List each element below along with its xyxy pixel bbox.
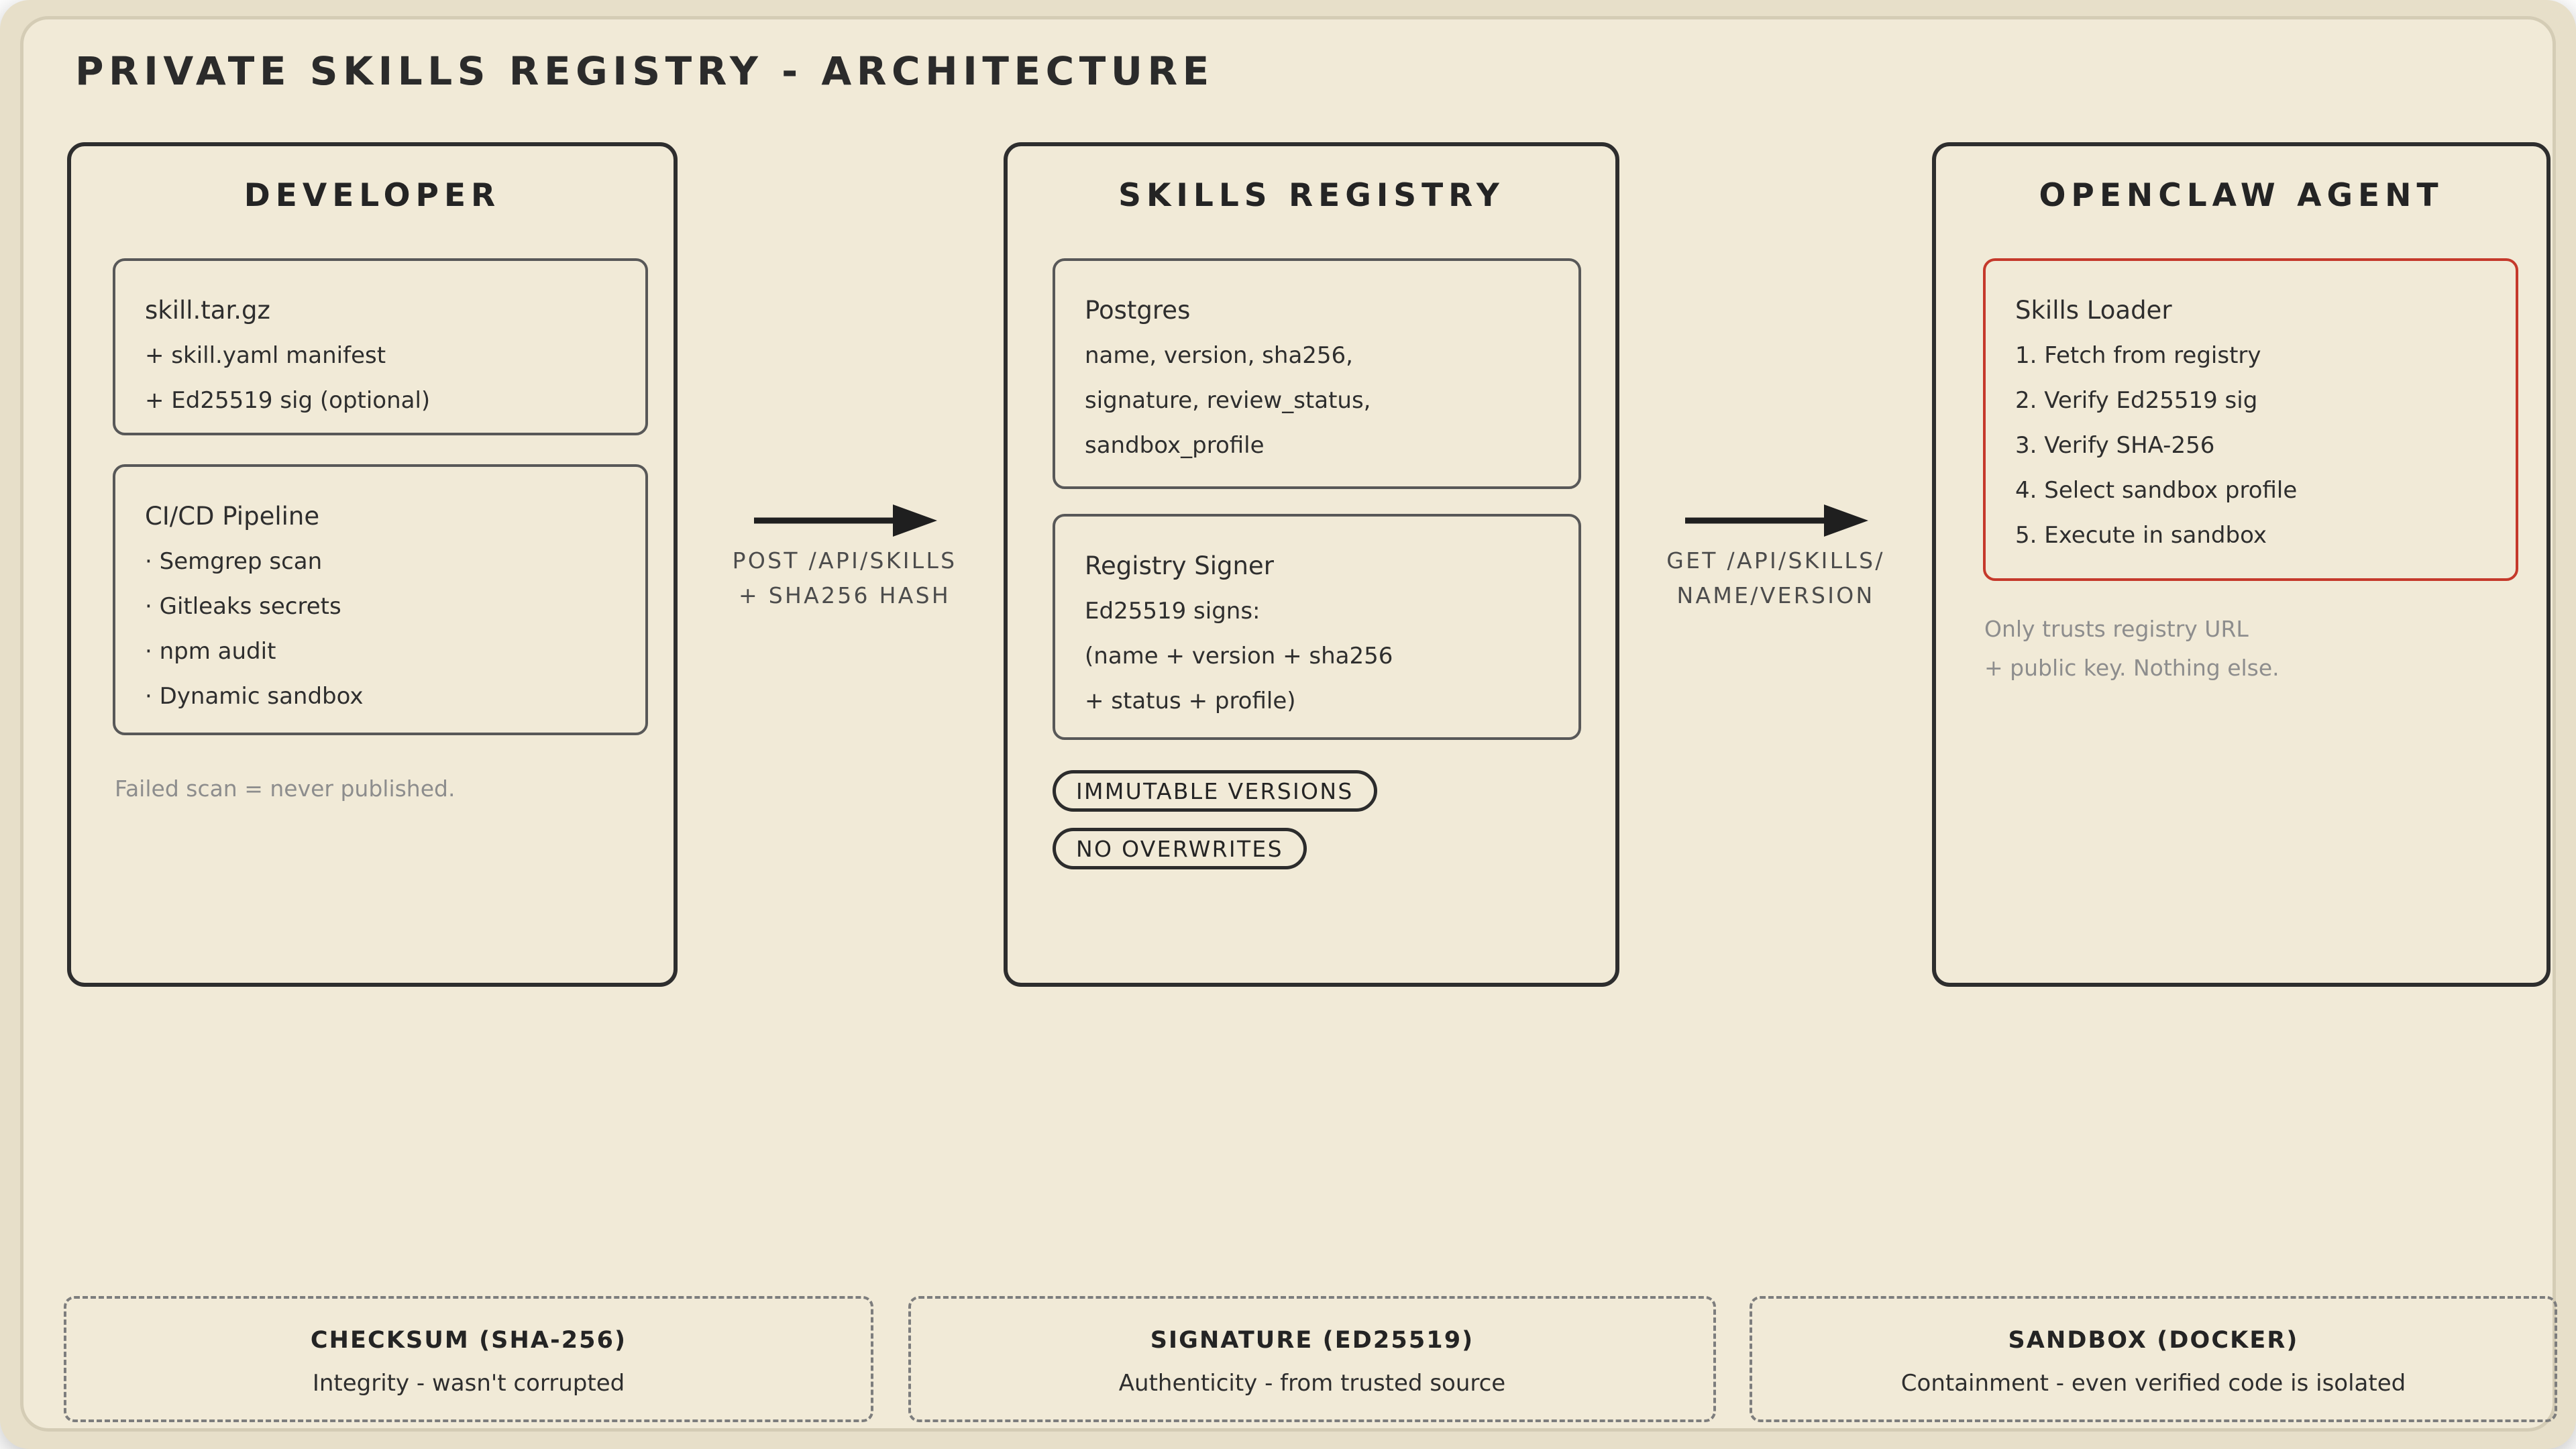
artifact-title: skill.tar.gz: [145, 296, 270, 325]
postgres-title: Postgres: [1085, 296, 1191, 325]
registry-signer-line: Ed25519 signs:: [1085, 597, 1260, 625]
legend-checksum-subtitle: Integrity - wasn't corrupted: [312, 1370, 625, 1397]
skills-loader-step: 3. Verify SHA-256: [2015, 431, 2215, 459]
get-arrow-group: GET /API/SKILLS/ NAME/VERSION: [1619, 502, 1932, 613]
post-arrow-label-line1: POST /API/SKILLS: [732, 547, 957, 574]
legend-signature-subtitle: Authenticity - from trusted source: [1118, 1370, 1506, 1397]
legend-checksum-title: CHECKSUM (SHA-256): [310, 1327, 627, 1354]
postgres-line: name, version, sha256,: [1085, 341, 1353, 369]
legend-sandbox-title: SANDBOX (DOCKER): [2008, 1327, 2299, 1354]
skills-loader-step: 2. Verify Ed25519 sig: [2015, 386, 2258, 414]
immutable-versions-badge: IMMUTABLE VERSIONS: [1053, 770, 1377, 812]
skills-loader-box: Skills Loader 1. Fetch from registry 2. …: [1983, 258, 2518, 581]
failed-scan-note: Failed scan = never published.: [115, 775, 455, 802]
cicd-pipeline-item: · Dynamic sandbox: [145, 682, 364, 710]
page-title: PRIVATE SKILLS REGISTRY - ARCHITECTURE: [75, 48, 1214, 94]
get-arrow-label-line2: NAME/VERSION: [1676, 582, 1875, 608]
developer-box-title: DEVELOPER: [244, 177, 501, 214]
skills-loader-step: 4. Select sandbox profile: [2015, 476, 2298, 504]
legend-sandbox-subtitle: Containment - even verified code is isol…: [1900, 1370, 2406, 1397]
cicd-pipeline-item: · npm audit: [145, 637, 276, 665]
openclaw-agent-box: OPENCLAW AGENT Skills Loader 1. Fetch fr…: [1932, 142, 2551, 987]
openclaw-agent-box-title: OPENCLAW AGENT: [2039, 177, 2444, 214]
cicd-pipeline-title: CI/CD Pipeline: [145, 502, 320, 531]
post-arrow-icon: [754, 504, 937, 537]
postgres-line: signature, review_status,: [1085, 386, 1371, 414]
legend-checksum: CHECKSUM (SHA-256) Integrity - wasn't co…: [64, 1296, 873, 1422]
get-arrow-icon: [1685, 504, 1868, 537]
skills-loader-step: 5. Execute in sandbox: [2015, 521, 2267, 549]
legend-signature: SIGNATURE (ED25519) Authenticity - from …: [908, 1296, 1716, 1422]
postgres-line: sandbox_profile: [1085, 431, 1265, 459]
skills-registry-box: SKILLS REGISTRY Postgres name, version, …: [1004, 142, 1619, 987]
developer-box: DEVELOPER skill.tar.gz + skill.yaml mani…: [67, 142, 678, 987]
artifact-box: skill.tar.gz + skill.yaml manifest + Ed2…: [113, 258, 648, 435]
registry-signer-line: (name + version + sha256: [1085, 642, 1393, 669]
artifact-line: + Ed25519 sig (optional): [145, 386, 431, 414]
skills-loader-step: 1. Fetch from registry: [2015, 341, 2261, 369]
registry-signer-title: Registry Signer: [1085, 551, 1274, 580]
skills-registry-box-title: SKILLS REGISTRY: [1118, 177, 1505, 214]
legend-sandbox: SANDBOX (DOCKER) Containment - even veri…: [1750, 1296, 2557, 1422]
no-overwrites-badge: NO OVERWRITES: [1053, 828, 1307, 869]
post-arrow-group: POST /API/SKILLS + SHA256 HASH: [686, 502, 1004, 613]
cicd-pipeline-item: · Semgrep scan: [145, 547, 323, 575]
get-arrow-label-line1: GET /API/SKILLS/: [1666, 547, 1885, 574]
post-arrow-label-line2: + SHA256 HASH: [738, 582, 951, 608]
registry-signer-box: Registry Signer Ed25519 signs: (name + v…: [1053, 514, 1581, 740]
trust-note-line2: + public key. Nothing else.: [1984, 655, 2279, 681]
registry-signer-line: + status + profile): [1085, 687, 1296, 714]
cicd-pipeline-item: · Gitleaks secrets: [145, 592, 341, 620]
artifact-line: + skill.yaml manifest: [145, 341, 386, 369]
skills-loader-title: Skills Loader: [2015, 296, 2172, 325]
legend-signature-title: SIGNATURE (ED25519): [1150, 1327, 1474, 1354]
trust-note-line1: Only trusts registry URL: [1984, 616, 2249, 642]
cicd-pipeline-box: CI/CD Pipeline · Semgrep scan · Gitleaks…: [113, 464, 648, 735]
paper-panel: [20, 16, 2556, 1432]
postgres-box: Postgres name, version, sha256, signatur…: [1053, 258, 1581, 489]
